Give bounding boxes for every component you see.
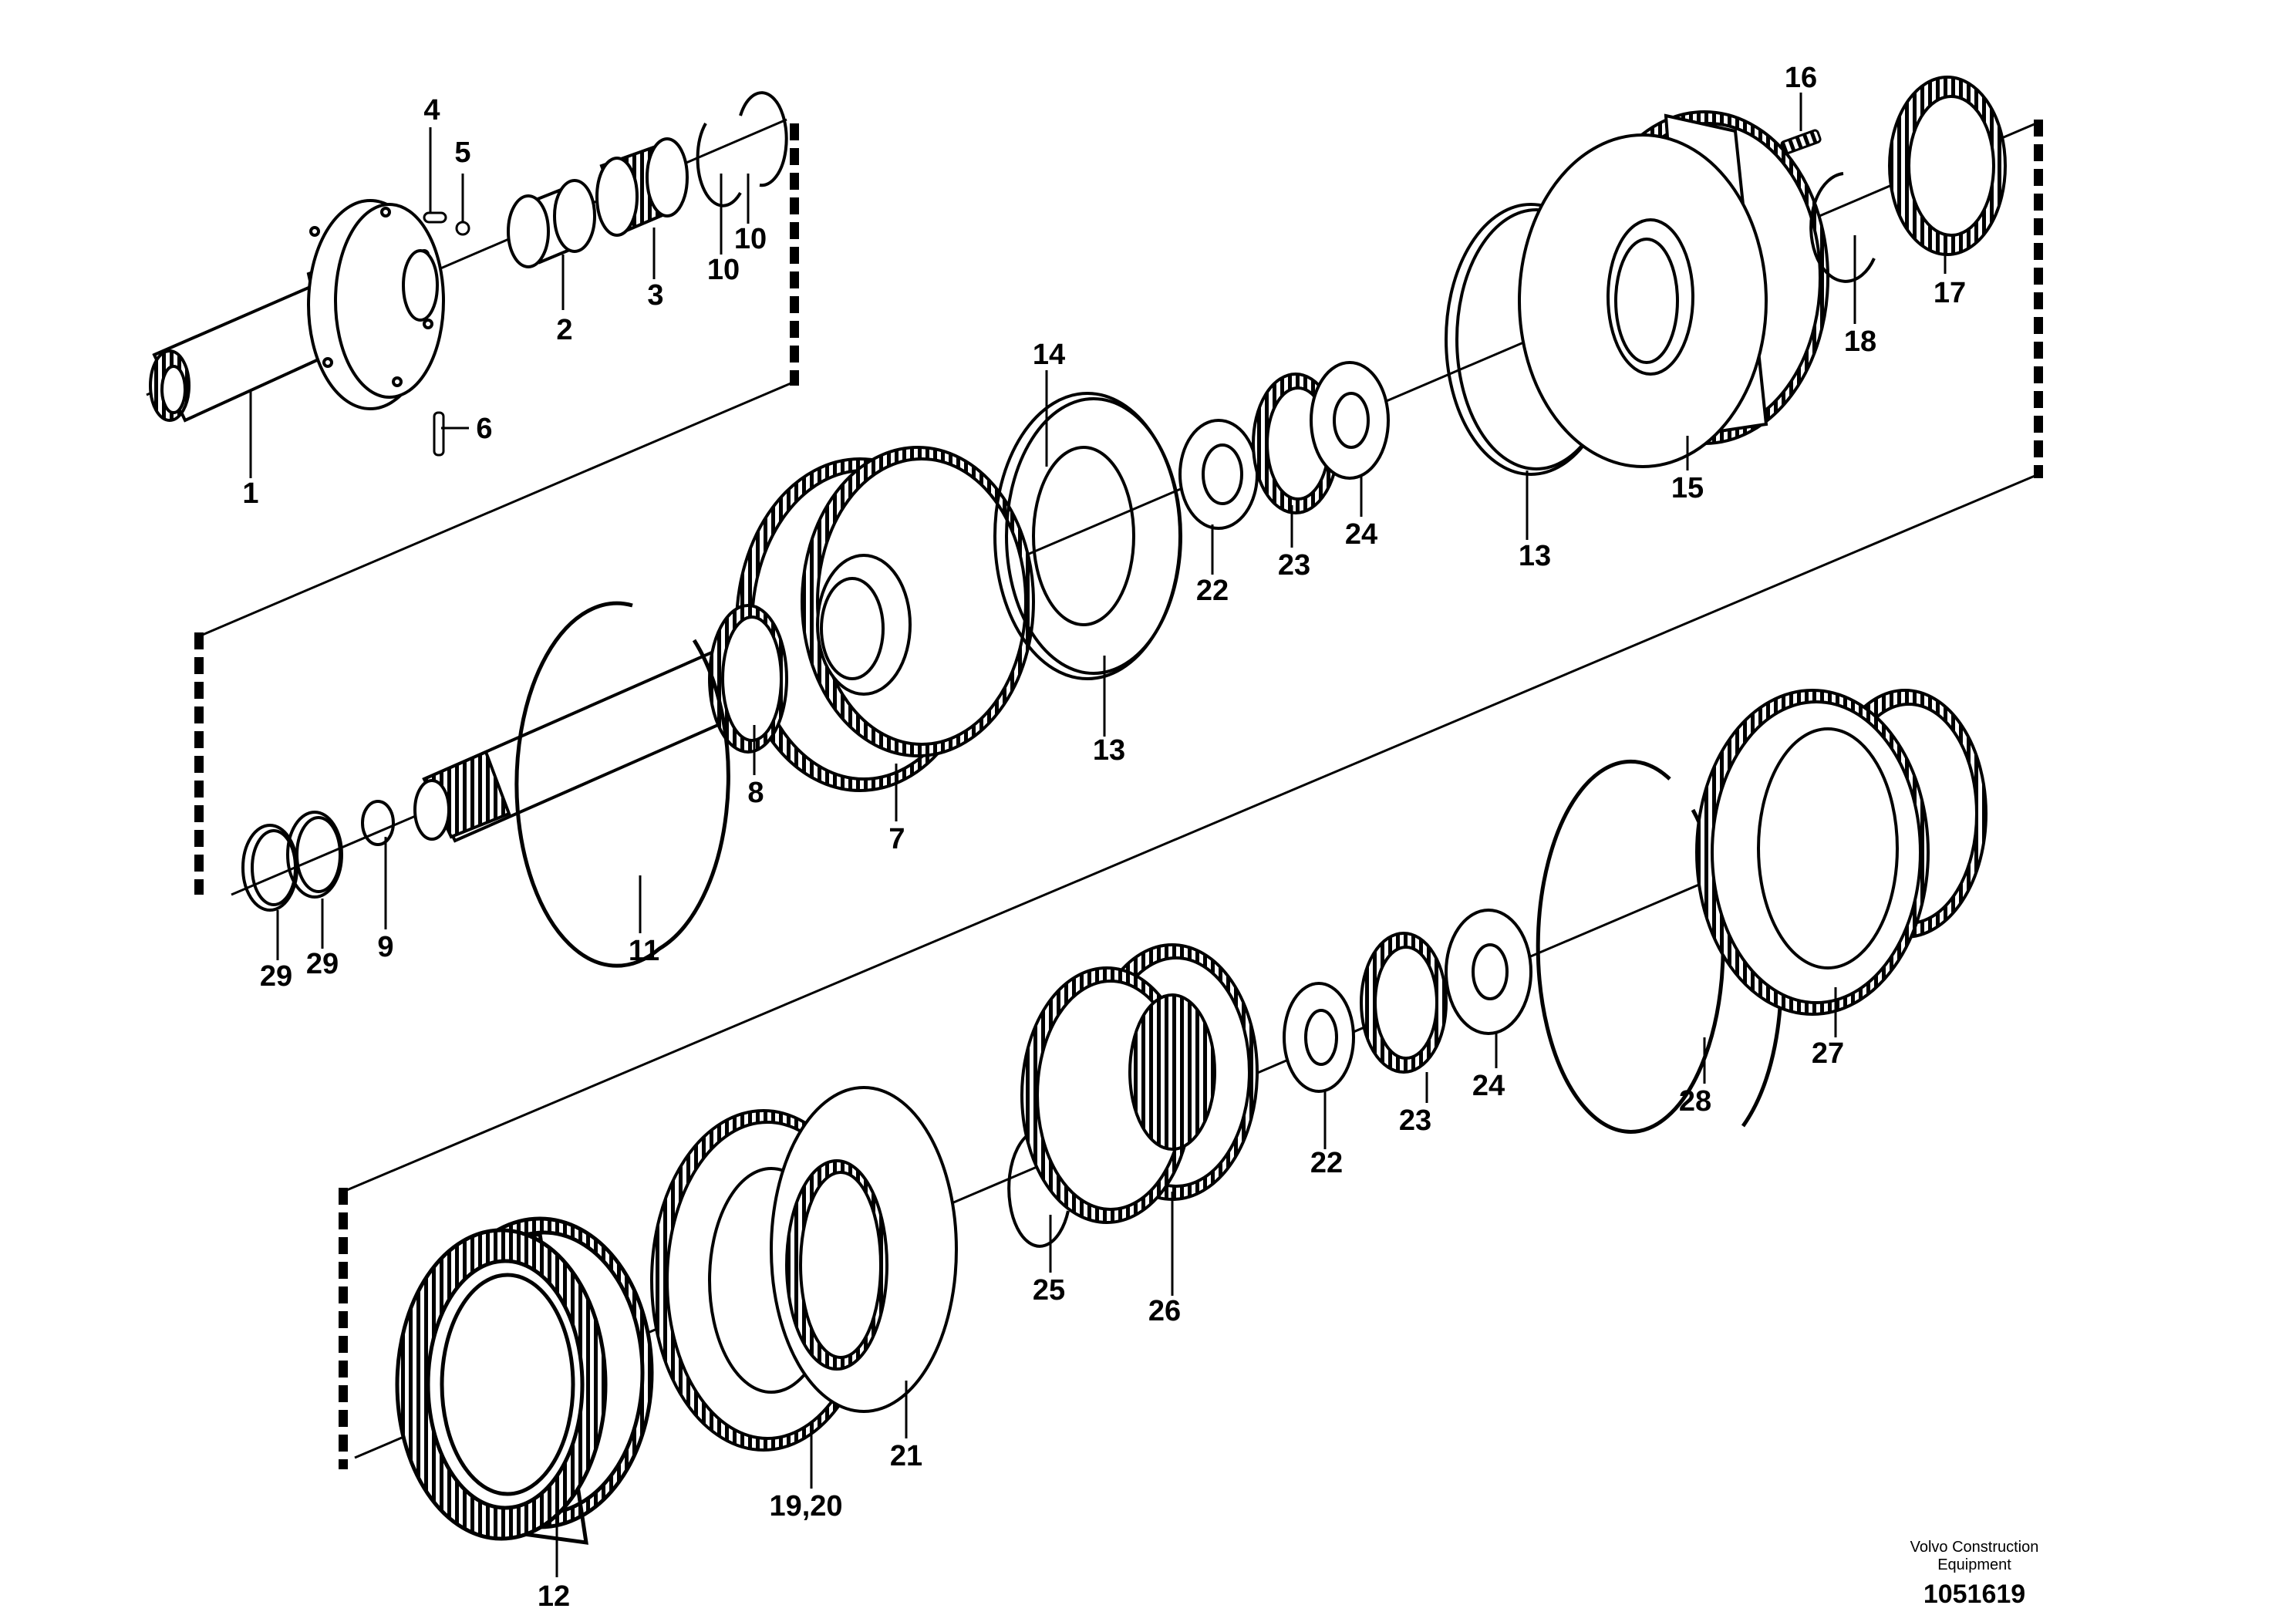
callout-16: 16: [1785, 62, 1817, 94]
bearing-8: [708, 604, 788, 754]
leader-lines: [249, 93, 1947, 1577]
callout-15: 15: [1671, 472, 1704, 504]
callout-24b: 24: [1472, 1070, 1505, 1102]
snap-ring-10a: [696, 123, 742, 207]
company-name-line1: Volvo Construction: [1910, 1539, 2039, 1556]
washer-22a: [1178, 419, 1259, 530]
clutch-drum-15: [1518, 110, 1829, 468]
callout-9: 9: [377, 931, 393, 963]
callout-18: 18: [1844, 325, 1876, 358]
callout-8: 8: [747, 777, 764, 809]
callout-13a: 13: [1093, 734, 1125, 767]
callout-23a: 23: [1278, 549, 1310, 582]
shaft-with-flange: [149, 199, 445, 423]
callout-6: 6: [476, 413, 492, 445]
callout-22b: 22: [1310, 1147, 1343, 1179]
callout-4: 4: [423, 94, 440, 126]
spring-16: [1780, 129, 1822, 155]
callout-labels: 1 2 3 4 5 6 7 8 9 10 10 11 12 13 13 14 1…: [242, 62, 1966, 1613]
ring-gear-12: [395, 1216, 654, 1545]
washer-22b: [1283, 982, 1355, 1093]
snap-ring-10b: [739, 91, 788, 187]
callout-19-20: 19,20: [769, 1490, 842, 1523]
callout-23b: 23: [1399, 1104, 1431, 1137]
connector-frame-bottom: [339, 120, 2043, 1469]
washer-24b: [1445, 909, 1532, 1035]
callout-21: 21: [890, 1440, 922, 1472]
o-ring-29b: [286, 811, 343, 899]
callout-5: 5: [454, 137, 470, 169]
callout-29a: 29: [260, 960, 292, 993]
pin-6: [433, 411, 445, 457]
thrust-washer-14: [1032, 446, 1135, 626]
connector-frame-top: [194, 123, 799, 895]
callout-22a: 22: [1196, 575, 1229, 607]
snap-ring-25: [1007, 1132, 1070, 1248]
callout-14: 14: [1033, 339, 1065, 371]
callout-27: 27: [1812, 1037, 1844, 1070]
company-name-line2: Equipment: [1937, 1556, 2011, 1573]
snap-ring-11: [514, 601, 730, 968]
callout-13b: 13: [1519, 540, 1551, 572]
callout-2: 2: [556, 314, 572, 346]
gear-shaft-7: [413, 446, 1035, 843]
hub-gear-26: [1020, 943, 1259, 1224]
callout-10a: 10: [707, 254, 740, 286]
needle-bearing-3: [595, 137, 689, 237]
callout-29b: 29: [306, 948, 339, 980]
callout-17: 17: [1934, 277, 1966, 309]
bushing-2: [507, 179, 596, 268]
callout-10b: 10: [734, 223, 767, 255]
ball-5: [455, 221, 470, 236]
callout-24a: 24: [1345, 518, 1377, 551]
ring-13a: [993, 392, 1182, 680]
callout-28: 28: [1679, 1085, 1711, 1118]
friction-disc-21: [770, 1086, 958, 1413]
thrust-bearing-23b: [1360, 932, 1448, 1074]
bearing-race-17: [1888, 76, 2007, 256]
pin-4: [423, 211, 447, 224]
snap-ring-18: [1809, 172, 1876, 283]
drawing-number: 1051619: [1923, 1580, 2026, 1609]
circlip-9: [361, 800, 395, 846]
callout-26: 26: [1148, 1295, 1181, 1327]
callout-25: 25: [1033, 1274, 1065, 1307]
callout-1: 1: [242, 477, 258, 510]
callout-12: 12: [538, 1580, 570, 1613]
drum-gear-27: [1695, 689, 1988, 1016]
callout-3: 3: [647, 279, 663, 312]
callout-7: 7: [888, 823, 905, 855]
washer-24a: [1310, 361, 1390, 480]
callout-11: 11: [629, 935, 659, 967]
